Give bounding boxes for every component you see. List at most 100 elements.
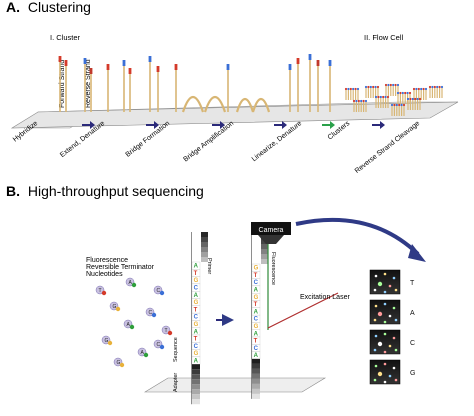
camera-label: Camera <box>259 227 284 234</box>
cluster-tip <box>377 95 380 99</box>
cluster-signal-dot <box>374 304 378 308</box>
cluster-signal-dot <box>383 332 387 336</box>
cluster-tip <box>384 83 388 87</box>
cluster-tip <box>356 87 360 91</box>
step-arrow-icon <box>82 121 95 129</box>
adapter-block <box>252 383 260 389</box>
nucleotide-base-letter: G <box>117 360 121 366</box>
cluster-tip <box>436 85 439 89</box>
step-reverse-strand-cleavage: Reverse Strand Cleavage <box>354 120 422 175</box>
strand-base-letter: G <box>254 295 259 301</box>
strand-base-letter: C <box>194 286 199 292</box>
excitation-laser-beam <box>267 292 339 329</box>
cluster-tip <box>433 85 436 89</box>
cluster-signal-dot <box>383 290 387 294</box>
cluster-signal-dot <box>392 276 396 280</box>
cluster-tip <box>394 83 397 87</box>
cluster-tip <box>412 87 416 91</box>
strand-cell <box>191 356 201 365</box>
fluor-dot <box>167 330 173 336</box>
strand-base-letter: T <box>254 302 258 308</box>
step-linearize-denature: Linearize, Denature <box>251 120 304 163</box>
cluster-signal-dot <box>383 380 387 384</box>
camera-lens <box>258 235 284 244</box>
cluster-tip <box>393 103 396 107</box>
nucleotide-icon <box>161 325 171 335</box>
strand-base-letter: A <box>254 288 259 294</box>
adapter-block <box>252 393 260 399</box>
cluster-signal-dot <box>377 341 383 347</box>
strand-base-letter: T <box>254 273 258 279</box>
cluster-signal-dot <box>377 371 383 377</box>
nucleotide-icon <box>101 335 111 345</box>
strand-base-letter: T <box>194 337 198 343</box>
sequencing-slide <box>143 377 327 393</box>
camera-arrowhead-icon <box>408 244 426 262</box>
cluster-tip <box>406 97 410 101</box>
forward-strand-label: Forward Strand <box>59 60 66 108</box>
cluster-tip <box>409 97 412 101</box>
primer-block <box>261 244 268 249</box>
cluster-tip <box>389 83 392 87</box>
cluster-tip <box>352 99 356 103</box>
step-arrow-icon <box>212 121 225 129</box>
panel-base-label: C <box>410 340 415 347</box>
camera-to-panel-arrow <box>295 217 420 256</box>
cluster-tip <box>401 91 404 95</box>
cluster-signal-dot <box>383 350 387 354</box>
cluster-tip <box>395 103 398 107</box>
cluster-tip <box>416 97 419 101</box>
primer-block <box>261 249 268 254</box>
step-arrow-icon <box>274 121 287 129</box>
cluster-tip <box>374 95 378 99</box>
adapter-block <box>252 378 260 384</box>
strand-base-letter: A <box>254 353 259 359</box>
adapter-block <box>192 389 200 395</box>
flowcell-surface-top <box>10 101 459 129</box>
nucleotide-icon <box>145 307 155 317</box>
laser-label: Excitation Laser <box>300 294 350 301</box>
primer-block <box>201 242 208 247</box>
strand-base-letter: C <box>194 344 199 350</box>
step-arrow-icon <box>372 121 385 129</box>
cluster-signal-dot <box>392 306 396 310</box>
cluster-signal-dot <box>373 318 377 322</box>
strand-tip <box>174 64 178 70</box>
cluster-tip <box>355 99 358 103</box>
nucleotide-base-letter: C <box>157 288 161 294</box>
step-bridge-amplification: Bridge Amplification <box>182 120 235 163</box>
section-b-heading: B. High-throughput sequencing <box>6 183 204 199</box>
strand-base-letter: G <box>254 266 259 272</box>
cluster-signal-dot <box>374 274 378 278</box>
cluster-tip <box>415 87 418 91</box>
cluster-tip <box>440 85 444 89</box>
step-arrows <box>82 121 385 129</box>
cluster-signal-dot <box>394 288 398 292</box>
strand-tip <box>106 64 110 70</box>
section-a-letter: A. <box>6 0 20 15</box>
strand-base-letter: C <box>254 346 259 352</box>
panel-base-label: A <box>410 310 415 317</box>
strand-tip <box>308 54 312 60</box>
cluster-signal-dot <box>383 320 387 324</box>
cluster-signal-dot <box>374 364 378 368</box>
reverse-strand-label: Reverse Strand <box>85 59 92 108</box>
cluster-signal-dot <box>373 348 377 352</box>
cluster-signal-dot <box>394 318 398 322</box>
primer-block <box>261 254 268 259</box>
nucleotide-label-line1: Fluorescence <box>86 257 128 264</box>
fluor-dot <box>159 344 165 350</box>
nucleotide-label-line3: Nucleotides <box>86 271 123 278</box>
cluster-tip <box>402 103 406 107</box>
fluor-dot <box>119 362 125 368</box>
cluster-signal-dot <box>388 284 392 288</box>
cluster-tip <box>357 99 360 103</box>
panel-base-label: T <box>410 280 415 287</box>
cluster-signal-dot <box>373 288 377 292</box>
cluster-tip <box>390 103 394 107</box>
step-arrow-icon <box>322 121 335 129</box>
